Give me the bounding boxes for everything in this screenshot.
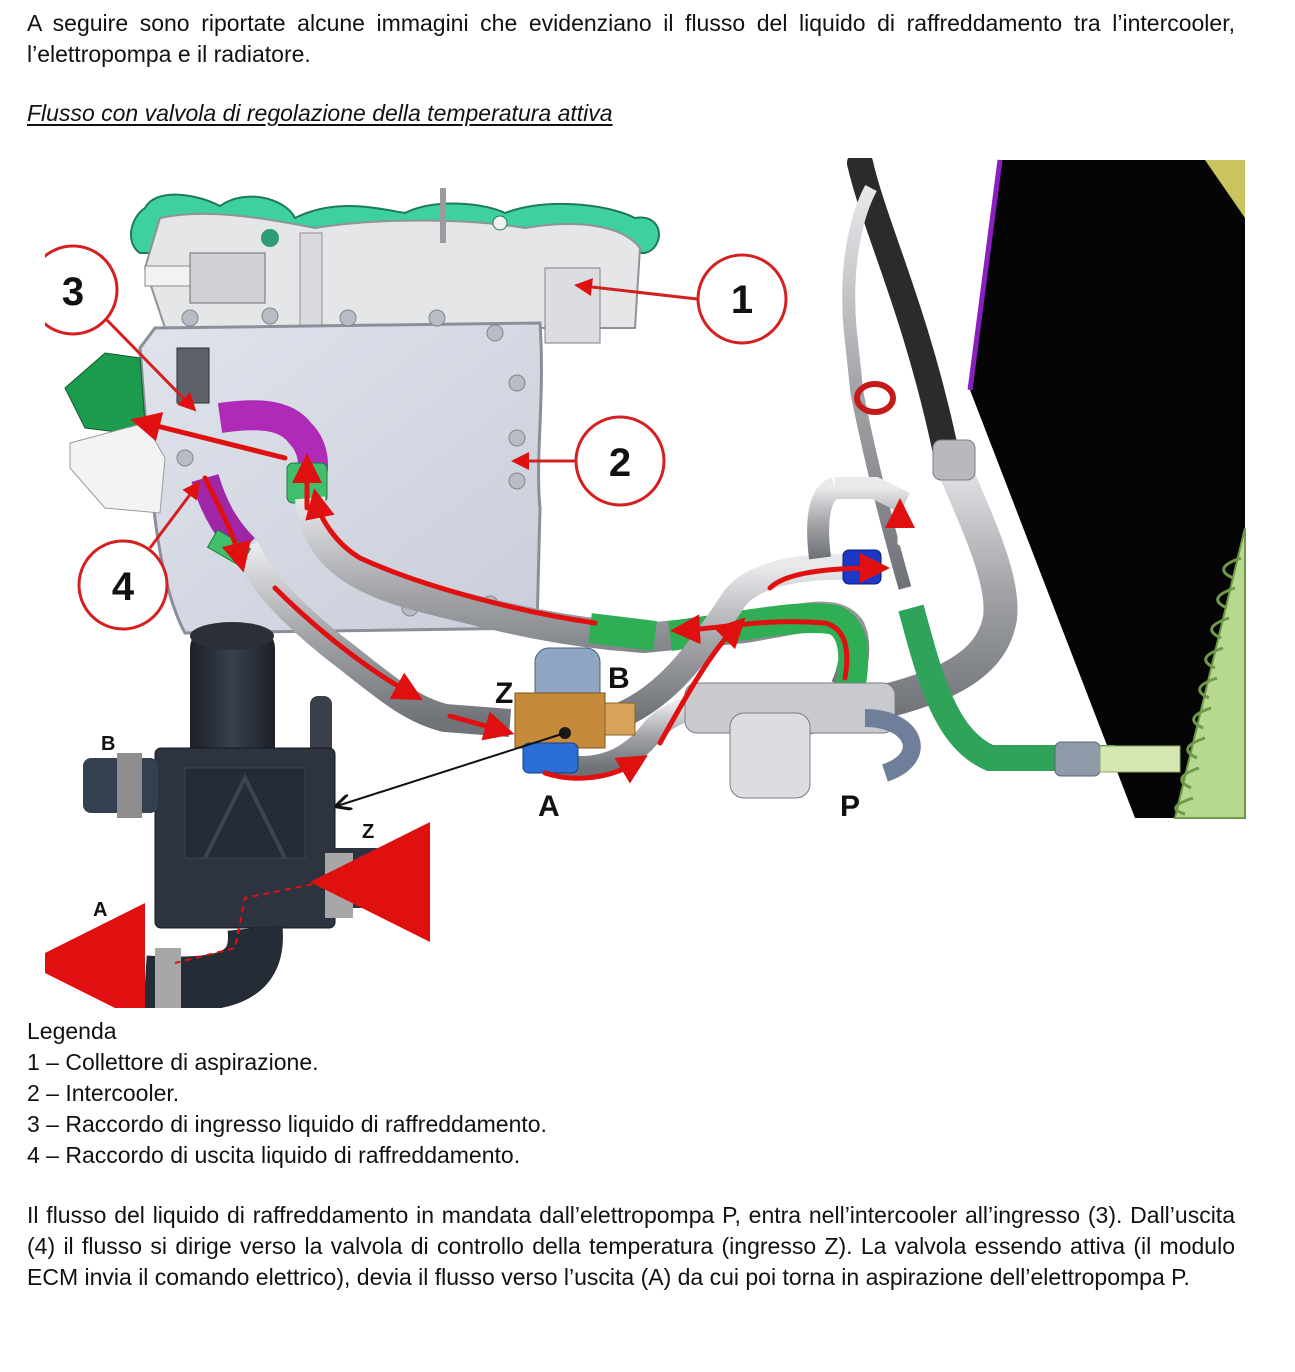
intro-paragraph: A seguire sono riportate alcune immagini… [27,10,1235,67]
svg-text:3: 3 [62,270,84,314]
bypass-pipe [609,553,876,731]
radiator-outlet-stub [1099,745,1181,773]
detail-pointer-arrow [337,732,566,806]
legend-item: 1 – Collettore di aspirazione. [27,1049,319,1075]
coolant-flow-figure: 1 2 3 4 Z B A P [24,150,1250,1023]
callout-1: 1 [574,253,788,345]
svg-text:2: 2 [609,441,631,485]
radiator-coupling [1054,741,1101,777]
inlet-pipe-green-segment [588,613,657,651]
legend-title: Legenda [27,1018,117,1044]
detail-label-a: A [93,899,107,921]
legend-item: 4 – Raccordo di uscita liquido di raffre… [27,1142,521,1168]
legend-item: 3 – Raccordo di ingresso liquido di raff… [27,1111,547,1137]
label-z: Z [495,677,513,710]
intercooler-outlet-pipe [232,541,512,737]
callout-4: 4 [77,480,201,631]
detail-label-z: Z [362,821,374,843]
label-p: P [840,790,860,823]
callout-2: 2 [511,415,666,507]
svg-text:4: 4 [112,565,135,609]
valve-detail-photo [24,622,430,1023]
svg-text:1: 1 [731,278,753,322]
label-a: A [538,790,560,823]
legend: Legenda 1 – Collettore di aspirazione. 2… [27,1016,547,1171]
flow-arrows [130,412,915,784]
red-clamp [854,381,896,415]
electric-pump [684,682,921,799]
intake-manifold [130,188,660,344]
section-title: Flusso con valvola di regolazione della … [27,100,613,126]
label-b: B [608,662,630,695]
radiator-inlet-hose-green [898,604,1115,771]
body-paragraph: Il flusso del liquido di raffreddamento … [27,1202,1235,1290]
detail-label-b: B [101,733,115,755]
hose-coupling [932,439,976,481]
radiator [967,159,1246,819]
legend-item: 2 – Intercooler. [27,1080,180,1106]
